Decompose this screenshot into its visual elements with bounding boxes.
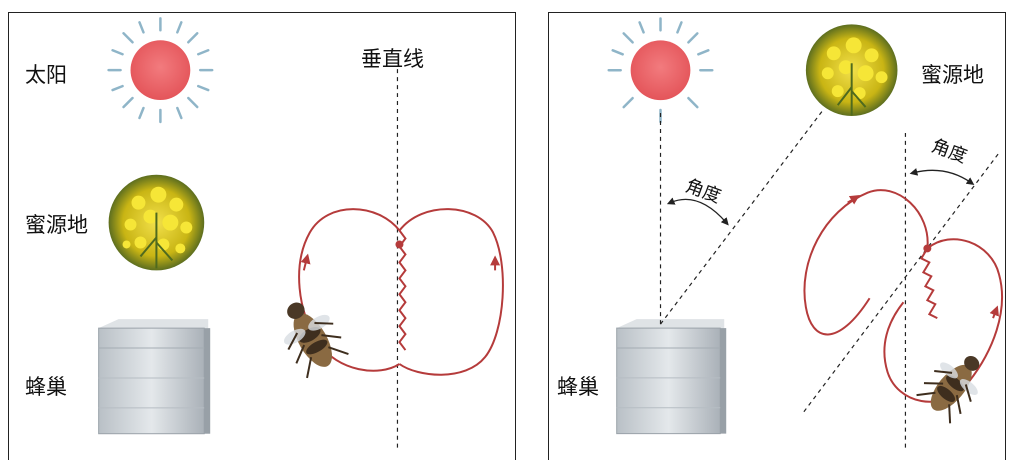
- bee-icon: [916, 356, 980, 424]
- bee-icon: [283, 302, 349, 379]
- beehive-icon: [98, 319, 211, 435]
- right-panel: 蜜源地 蜂巢 角度 角度: [548, 12, 1006, 460]
- flower-label: 蜜源地: [921, 63, 984, 87]
- sun-icon: [107, 17, 214, 124]
- left-panel: 太阳 垂直线 蜜源地 蜂巢: [8, 12, 516, 460]
- flower-direction-line: [660, 108, 825, 325]
- vertical-line-label: 垂直线: [361, 47, 424, 71]
- left-diagram: [98, 17, 504, 452]
- dance-direction-line: [803, 152, 1000, 413]
- flower-label: 蜜源地: [25, 213, 88, 237]
- angle-arc-left: [666, 197, 729, 226]
- beehive-icon: [616, 319, 727, 435]
- hive-label: 蜂巢: [25, 375, 67, 399]
- angle-arc-right: [909, 168, 975, 185]
- hive-label: 蜂巢: [557, 375, 599, 399]
- sun-label: 太阳: [25, 63, 67, 87]
- rapeseed-flower-icon: [108, 174, 205, 271]
- sun-icon: [607, 17, 714, 124]
- rapeseed-flower-icon: [805, 24, 898, 117]
- right-diagram: [607, 17, 1003, 452]
- waggle-dance-path: [298, 208, 504, 376]
